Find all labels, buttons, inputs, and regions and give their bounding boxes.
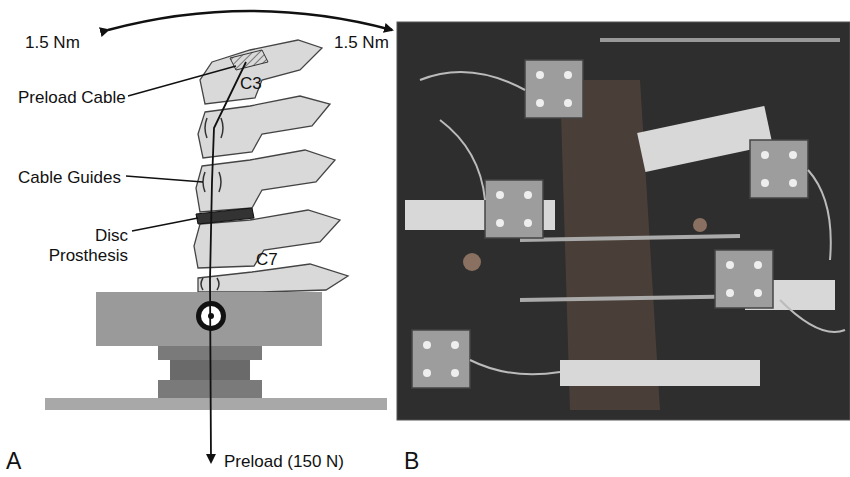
specimen-photo [397, 22, 850, 420]
moment-arrow [108, 11, 392, 30]
preload-cable [210, 62, 246, 462]
cable-anchor [230, 50, 268, 70]
part-label: Cable Guides [18, 168, 121, 188]
fixture-block [96, 292, 322, 346]
cervical-spine [194, 40, 348, 292]
vertebra-label: C7 [256, 250, 278, 270]
disc-prosthesis [196, 208, 254, 224]
moment-label: 1.5 Nm [334, 33, 389, 53]
panel-letter: B [404, 448, 419, 474]
moment-label: 1.5 Nm [25, 33, 80, 53]
vertebra-label: C3 [240, 74, 262, 94]
base-plate [45, 398, 387, 410]
load-label: Preload (150 N) [224, 452, 344, 472]
part-label: Disc Prosthesis [36, 226, 128, 265]
panel-letter: A [6, 448, 21, 474]
part-label: Preload Cable [18, 88, 126, 108]
leader-line [126, 66, 236, 231]
